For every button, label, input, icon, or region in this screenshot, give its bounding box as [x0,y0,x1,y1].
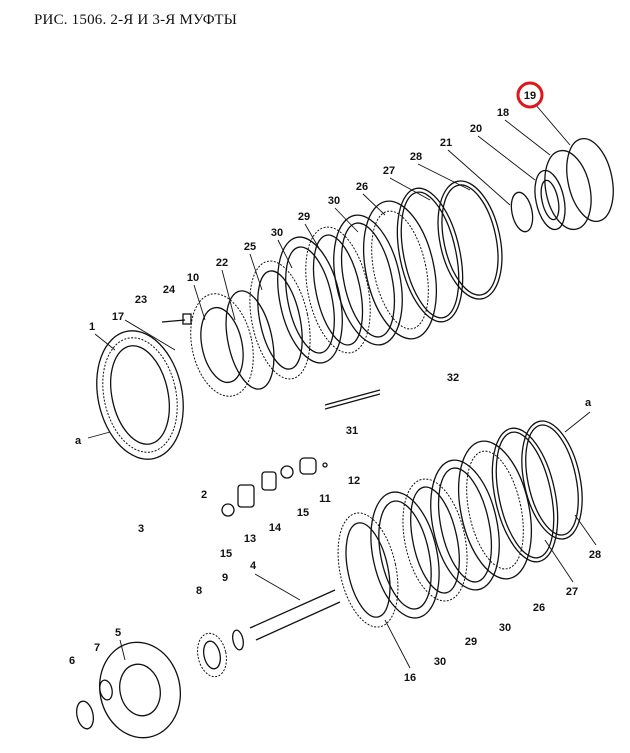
part-seal-19 [566,138,614,222]
part-ring-22 [225,290,275,390]
callout-29-lower: 29 [465,636,477,648]
callout-20: 20 [470,123,482,135]
callout-28-lower: 28 [589,549,601,561]
callout-18: 18 [497,107,509,119]
callout-28: 28 [410,151,422,163]
leader-lines [87,103,597,669]
callout-13: 13 [244,533,256,545]
callout-29: 29 [298,211,310,223]
part-piston-20 [534,169,566,231]
callout-7: 7 [94,642,100,654]
callout-4: 4 [250,560,257,572]
part-pin-31 [324,389,381,406]
part-plate-26 [363,200,437,340]
part-plate-30 [277,236,343,364]
part-gear-8 [197,632,227,678]
callout-27: 27 [383,165,395,177]
lower-clutch-pack [76,420,583,739]
callout-16: 16 [404,672,416,684]
callout-21: 21 [440,137,452,149]
callout-30b-lower: 30 [434,656,446,668]
part-plate-26b [458,440,532,580]
callout-2: 2 [201,489,207,501]
callout-6: 6 [69,655,75,667]
callout-32: 32 [447,372,459,384]
part-ring-27b [491,427,559,563]
callout-26-lower: 26 [533,602,545,614]
part-ring-28b [521,420,583,540]
small-parts-row [161,313,328,517]
part-disc-16 [337,512,399,628]
part-disc-25 [249,260,311,380]
callout-3: 3 [138,523,144,535]
callout-23: 23 [135,294,147,306]
part-carrier-5 [98,641,182,739]
callout-30-lower: 30 [499,622,511,634]
part-plate-30d [430,459,500,591]
callout-8: 8 [196,585,202,597]
part-plate-30b [333,214,403,346]
part-hub-10 [190,293,254,397]
callout-a-lower: a [585,397,592,409]
callout-11: 11 [319,493,331,505]
part-disc-29 [305,226,371,354]
part-shaft-4 [249,589,341,641]
part-ring-28 [437,180,503,300]
part-seal-18 [544,149,592,231]
upper-clutch-pack [96,138,614,517]
callout-15b: 15 [220,548,232,560]
callout-26: 26 [356,181,368,193]
callout-9: 9 [222,572,228,584]
part-snap-21 [510,191,534,233]
callout-27-lower: 27 [566,586,578,598]
upper-callouts: 19 18 20 21 28 27 26 30 29 30 25 22 10 2… [75,90,536,560]
highlight-circle [516,81,544,109]
callout-17: 17 [112,311,124,323]
callout-a: a [75,435,82,447]
part-plate-30c [370,491,440,619]
callout-19: 19 [524,90,536,102]
callout-22: 22 [216,257,228,269]
callout-10: 10 [187,272,199,284]
callout-14: 14 [269,522,282,534]
part-housing-1 [96,330,184,460]
callout-30b: 30 [271,227,283,239]
callout-5: 5 [115,627,121,639]
callout-30: 30 [328,195,340,207]
callout-1: 1 [89,321,95,333]
callout-12: 12 [348,475,360,487]
callout-15: 15 [297,507,309,519]
lower-callouts: a 28 27 26 30 29 30 16 4 9 8 5 7 6 [69,397,601,684]
callout-24: 24 [163,284,176,296]
callout-25: 25 [244,241,256,253]
callout-31: 31 [346,425,358,437]
figure-title: РИС. 1506. 2-Я И 3-Я МУФТЫ [34,12,238,28]
